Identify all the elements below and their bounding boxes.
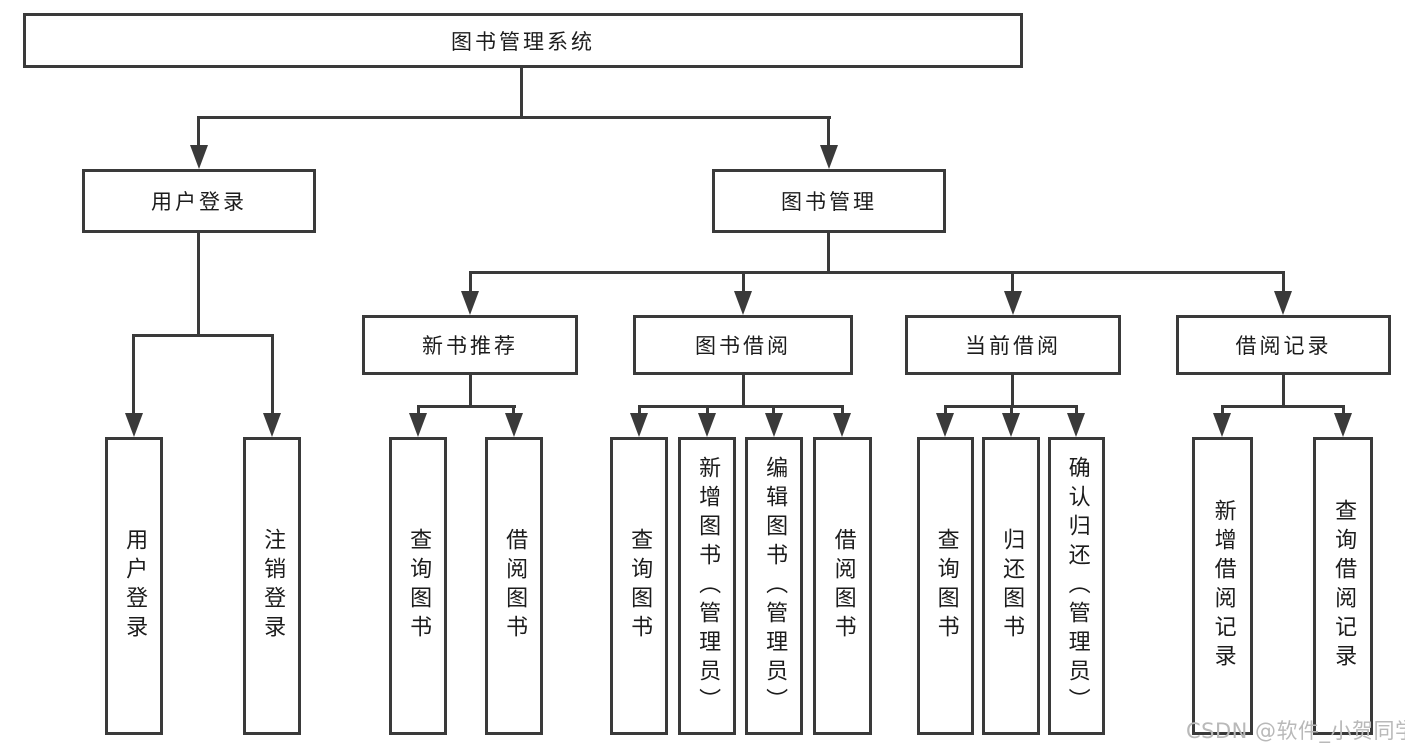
node-leaf-borrow-book-recommend: 借阅图书 [485,437,543,735]
arrow-down-icon [1067,413,1085,437]
edge-drop-book-borrowing [742,271,745,295]
edge-drop-query-book-3 [944,405,947,416]
edge-login-stem [197,231,200,337]
edge-level3-rail [469,271,1285,274]
arrow-down-icon [1004,291,1022,315]
edge-drop-confirm-return [1075,405,1078,416]
node-leaf-borrow-book-recommend-label: 借阅图书 [502,528,528,644]
arrow-down-icon [1274,291,1292,315]
node-leaf-query-book-recommend-label: 查询图书 [406,528,432,644]
node-book-management: 图书管理 [712,169,946,233]
edge-borrowing-records-stem [1282,373,1285,408]
edge-current-borrowing-stem [1011,373,1014,408]
edge-login-rail [132,334,274,337]
arrow-down-icon [263,413,281,437]
edge-drop-query-book-1 [417,405,420,416]
edge-drop-book-management [827,116,830,148]
arrow-down-icon [630,413,648,437]
arrow-down-icon [1213,413,1231,437]
node-leaf-add-book-admin: 新增图书（管理员） [678,437,736,735]
arrow-down-icon [505,413,523,437]
edge-drop-logout [271,334,274,416]
edge-book-borrowing-rail [638,405,844,408]
edge-drop-return-book [1010,405,1013,416]
edge-drop-borrow-book-2 [841,405,844,416]
edge-drop-login [197,116,200,148]
node-leaf-return-book: 归还图书 [982,437,1040,735]
arrow-down-icon [409,413,427,437]
node-leaf-query-book-recommend: 查询图书 [389,437,447,735]
edge-book-management-stem [827,231,830,274]
node-leaf-edit-book-admin-label: 编辑图书（管理员） [762,455,788,717]
csdn-watermark: CSDN @软件_小贺同学 [1186,719,1405,743]
node-leaf-user-login: 用户登录 [105,437,163,735]
arrow-down-icon [698,413,716,437]
node-current-borrowing: 当前借阅 [905,315,1121,375]
node-leaf-confirm-return-admin: 确认归还（管理员） [1048,437,1105,735]
edge-drop-current-borrowing [1011,271,1014,295]
node-leaf-return-book-label: 归还图书 [999,528,1025,644]
node-borrowing-records: 借阅记录 [1176,315,1391,375]
edge-root-stem [520,66,523,119]
node-leaf-query-book-current: 查询图书 [917,437,974,735]
arrow-down-icon [734,291,752,315]
node-root: 图书管理系统 [23,13,1023,68]
node-leaf-add-book-admin-label: 新增图书（管理员） [695,455,721,717]
node-login: 用户登录 [82,169,316,233]
node-leaf-confirm-return-admin-label: 确认归还（管理员） [1064,455,1090,717]
arrow-down-icon [1002,413,1020,437]
node-leaf-logout-label: 注销登录 [260,528,286,644]
node-leaf-borrow-book-borrowing: 借阅图书 [813,437,872,735]
node-leaf-query-book-current-label: 查询图书 [933,528,959,644]
edge-book-borrowing-stem [742,373,745,408]
arrow-down-icon [765,413,783,437]
arrow-down-icon [1334,413,1352,437]
edge-drop-query-book-2 [638,405,641,416]
node-new-book-recommend: 新书推荐 [362,315,578,375]
edge-drop-add-book [706,405,709,416]
node-leaf-query-borrow-record: 查询借阅记录 [1313,437,1373,735]
node-leaf-query-book-borrowing: 查询图书 [610,437,668,735]
edge-level2-rail [197,116,831,119]
arrow-down-icon [190,145,208,169]
node-leaf-add-borrow-record-label: 新增借阅记录 [1210,499,1236,673]
node-leaf-borrow-book-borrowing-label: 借阅图书 [830,528,856,644]
edge-drop-add-record [1221,405,1224,416]
arrow-down-icon [125,413,143,437]
edge-new-book-rail [417,405,516,408]
node-leaf-user-login-label: 用户登录 [122,528,148,644]
arrow-down-icon [936,413,954,437]
edge-drop-borrowing-records [1282,271,1285,295]
node-leaf-query-borrow-record-label: 查询借阅记录 [1331,499,1357,673]
node-book-borrowing: 图书借阅 [633,315,853,375]
arrow-down-icon [833,413,851,437]
edge-drop-new-book-recommend [469,271,472,295]
edge-new-book-stem [469,373,472,408]
arrow-down-icon [461,291,479,315]
arrow-down-icon [820,145,838,169]
edge-drop-user-login [132,334,135,416]
edge-drop-query-record [1342,405,1345,416]
node-leaf-edit-book-admin: 编辑图书（管理员） [745,437,803,735]
node-leaf-query-book-borrowing-label: 查询图书 [627,528,653,644]
node-leaf-logout: 注销登录 [243,437,301,735]
edge-borrowing-records-rail [1221,405,1345,408]
edge-drop-borrow-book-1 [512,405,515,416]
edge-drop-edit-book [772,405,775,416]
node-leaf-add-borrow-record: 新增借阅记录 [1192,437,1253,735]
